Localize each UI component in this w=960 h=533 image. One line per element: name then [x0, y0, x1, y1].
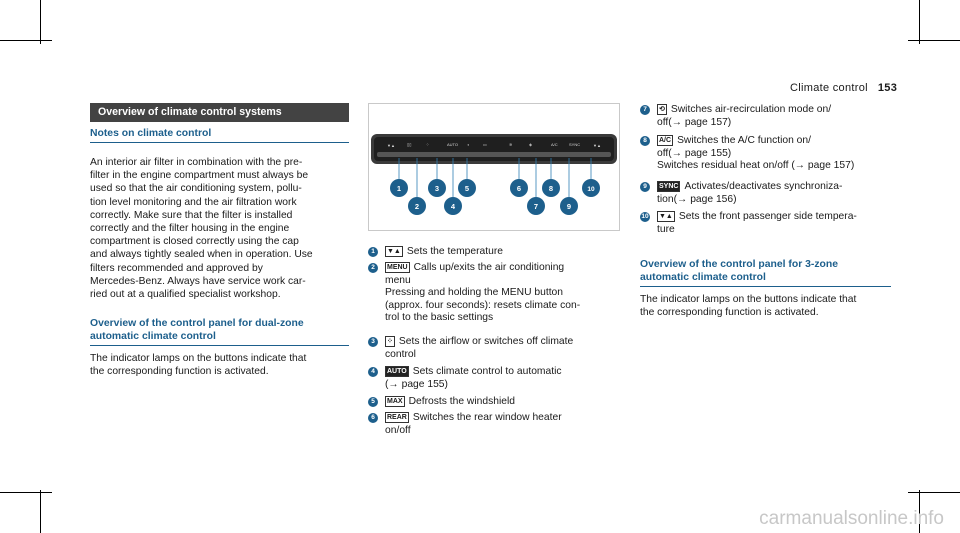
callout-number: 7	[640, 105, 650, 115]
callout-number: 4	[368, 367, 378, 377]
svg-text:1: 1	[397, 184, 401, 193]
svg-text:10: 10	[587, 186, 595, 193]
crop-mark	[0, 40, 52, 41]
list-item: 3 ⁘Sets the airflow or switches off clim…	[368, 336, 573, 361]
svg-text:▭: ▭	[483, 142, 487, 147]
ac-icon: A/C	[657, 135, 674, 146]
callout-number: 1	[368, 247, 378, 257]
svg-text:4: 4	[451, 202, 456, 211]
section-title: Climate control	[790, 82, 868, 94]
callout-number: 2	[368, 263, 378, 273]
watermark: carmanualsonline.info	[759, 508, 944, 529]
defrost-icon: MAX	[385, 396, 405, 407]
svg-text:≋: ≋	[509, 142, 512, 147]
page-number: 153	[877, 82, 898, 94]
control-panel-figure: ▼ ▲ ▯▯ ⁘ AUTO ◖ ▭ ≋ ◈ A/C SYNC ▼ ▲	[368, 103, 620, 231]
three-zone-paragraph: The indicator lamps on the buttons indic…	[640, 294, 857, 319]
list-item: 10 ▼▲Sets the front passenger side tempe…	[640, 211, 857, 235]
svg-text:◈: ◈	[529, 142, 533, 147]
svg-text:9: 9	[567, 202, 571, 211]
crop-mark	[919, 0, 920, 44]
svg-text:▼: ▼	[593, 143, 597, 148]
callout-number: 5	[368, 397, 378, 407]
auto-icon: AUTO	[385, 366, 409, 377]
heading-rule	[90, 142, 349, 143]
svg-text:◖: ◖	[467, 142, 469, 147]
notes-heading: Notes on climate control	[90, 128, 212, 139]
crop-mark	[0, 492, 52, 493]
svg-text:3: 3	[435, 184, 439, 193]
svg-text:A/C: A/C	[551, 142, 558, 147]
callout-number: 9	[640, 182, 650, 192]
airflow-icon: ⁘	[385, 336, 395, 347]
svg-text:AUTO: AUTO	[447, 142, 458, 147]
crop-mark	[40, 0, 41, 44]
page-header: Climate control 153	[790, 82, 897, 94]
temperature-arrows-icon: ▼▲	[657, 211, 675, 222]
list-item: 7 ⟲Switches air-recirculation mode on/ o…	[640, 104, 831, 129]
svg-text:2: 2	[415, 202, 419, 211]
crop-mark	[908, 492, 960, 493]
dual-zone-heading: Overview of the control panel for dual-z…	[90, 318, 304, 342]
menu-icon: MENU	[385, 262, 410, 273]
control-panel-illustration: ▼ ▲ ▯▯ ⁘ AUTO ◖ ▭ ≋ ◈ A/C SYNC ▼ ▲	[371, 134, 617, 215]
callout-number: 6	[368, 413, 378, 423]
callout-number: 10	[640, 212, 650, 222]
crop-mark	[908, 40, 960, 41]
svg-text:6: 6	[517, 184, 521, 193]
svg-text:▲: ▲	[597, 143, 601, 148]
temperature-arrows-icon: ▼▲	[385, 246, 403, 257]
heading-rule	[640, 286, 891, 287]
notes-paragraph: An interior air filter in combination wi…	[90, 157, 313, 301]
svg-text:7: 7	[534, 202, 538, 211]
crop-mark	[919, 490, 920, 533]
svg-text:8: 8	[549, 184, 553, 193]
svg-text:5: 5	[465, 184, 469, 193]
svg-text:SYNC: SYNC	[569, 142, 580, 147]
sync-icon: SYNC	[657, 181, 681, 192]
recirculation-icon: ⟲	[657, 104, 667, 115]
svg-text:▯▯: ▯▯	[407, 142, 411, 147]
callout-number: 3	[368, 337, 378, 347]
crop-mark	[40, 490, 41, 533]
svg-text:▲: ▲	[391, 143, 395, 148]
section-banner: Overview of climate control systems	[90, 103, 349, 122]
rear-window-heater-icon: REAR	[385, 412, 409, 423]
svg-text:▼: ▼	[387, 143, 391, 148]
heading-rule	[90, 345, 349, 346]
list-item: 1 ▼▲Sets the temperature	[368, 246, 503, 259]
callout-number: 8	[640, 136, 650, 146]
three-zone-heading: Overview of the control panel for 3-zone…	[640, 259, 839, 283]
svg-text:⁘: ⁘	[426, 142, 429, 147]
dual-zone-paragraph: The indicator lamps on the buttons indic…	[90, 353, 307, 378]
